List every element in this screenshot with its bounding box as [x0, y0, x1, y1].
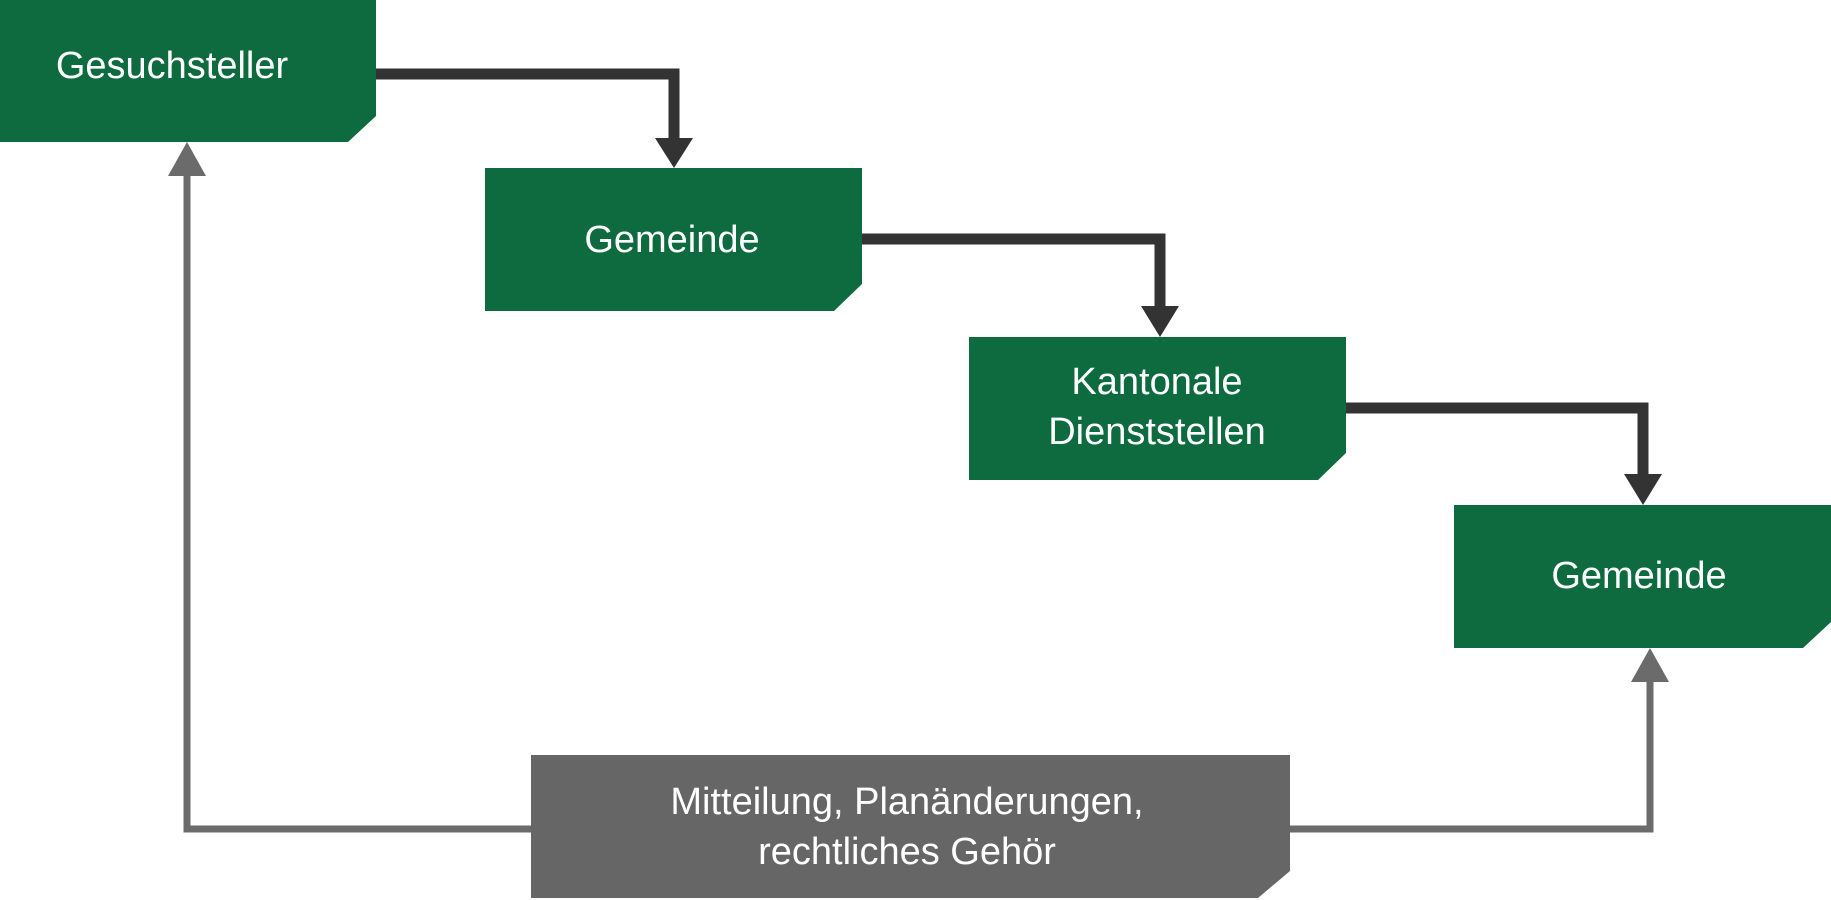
node-municipality-2: Gemeinde — [1454, 505, 1831, 648]
node-label: Kantonale — [1071, 361, 1242, 403]
node-label: Mitteilung, Planänderungen, — [670, 781, 1143, 823]
node-label: Gemeinde — [584, 219, 759, 261]
arrow-applicant-to-municipality — [376, 68, 680, 140]
arrowhead-icon — [1624, 474, 1662, 505]
arrowhead-icon — [655, 138, 693, 168]
arrowhead-icon — [168, 142, 206, 176]
arrowhead-icon — [1141, 306, 1179, 337]
node-municipality-1: Gemeinde — [485, 168, 862, 311]
node-label: Gesuchsteller — [56, 45, 289, 87]
arrow-municipality-to-cantonal — [862, 233, 1166, 308]
arrow-notification-to-municipality2 — [1290, 678, 1654, 833]
node-cantonal: Kantonale Dienststellen — [969, 337, 1346, 480]
node-label: rechtliches Gehör — [758, 831, 1056, 873]
node-notification: Mitteilung, Planänderungen, rechtliches … — [531, 755, 1290, 898]
arrow-cantonal-to-municipality2 — [1346, 402, 1649, 476]
node-applicant: Gesuchsteller — [0, 0, 376, 142]
arrow-notification-to-applicant — [183, 172, 531, 833]
node-label: Gemeinde — [1551, 555, 1726, 597]
arrowhead-icon — [1631, 648, 1669, 682]
node-label: Dienststellen — [1048, 411, 1266, 453]
connectors-dark — [376, 68, 1649, 476]
